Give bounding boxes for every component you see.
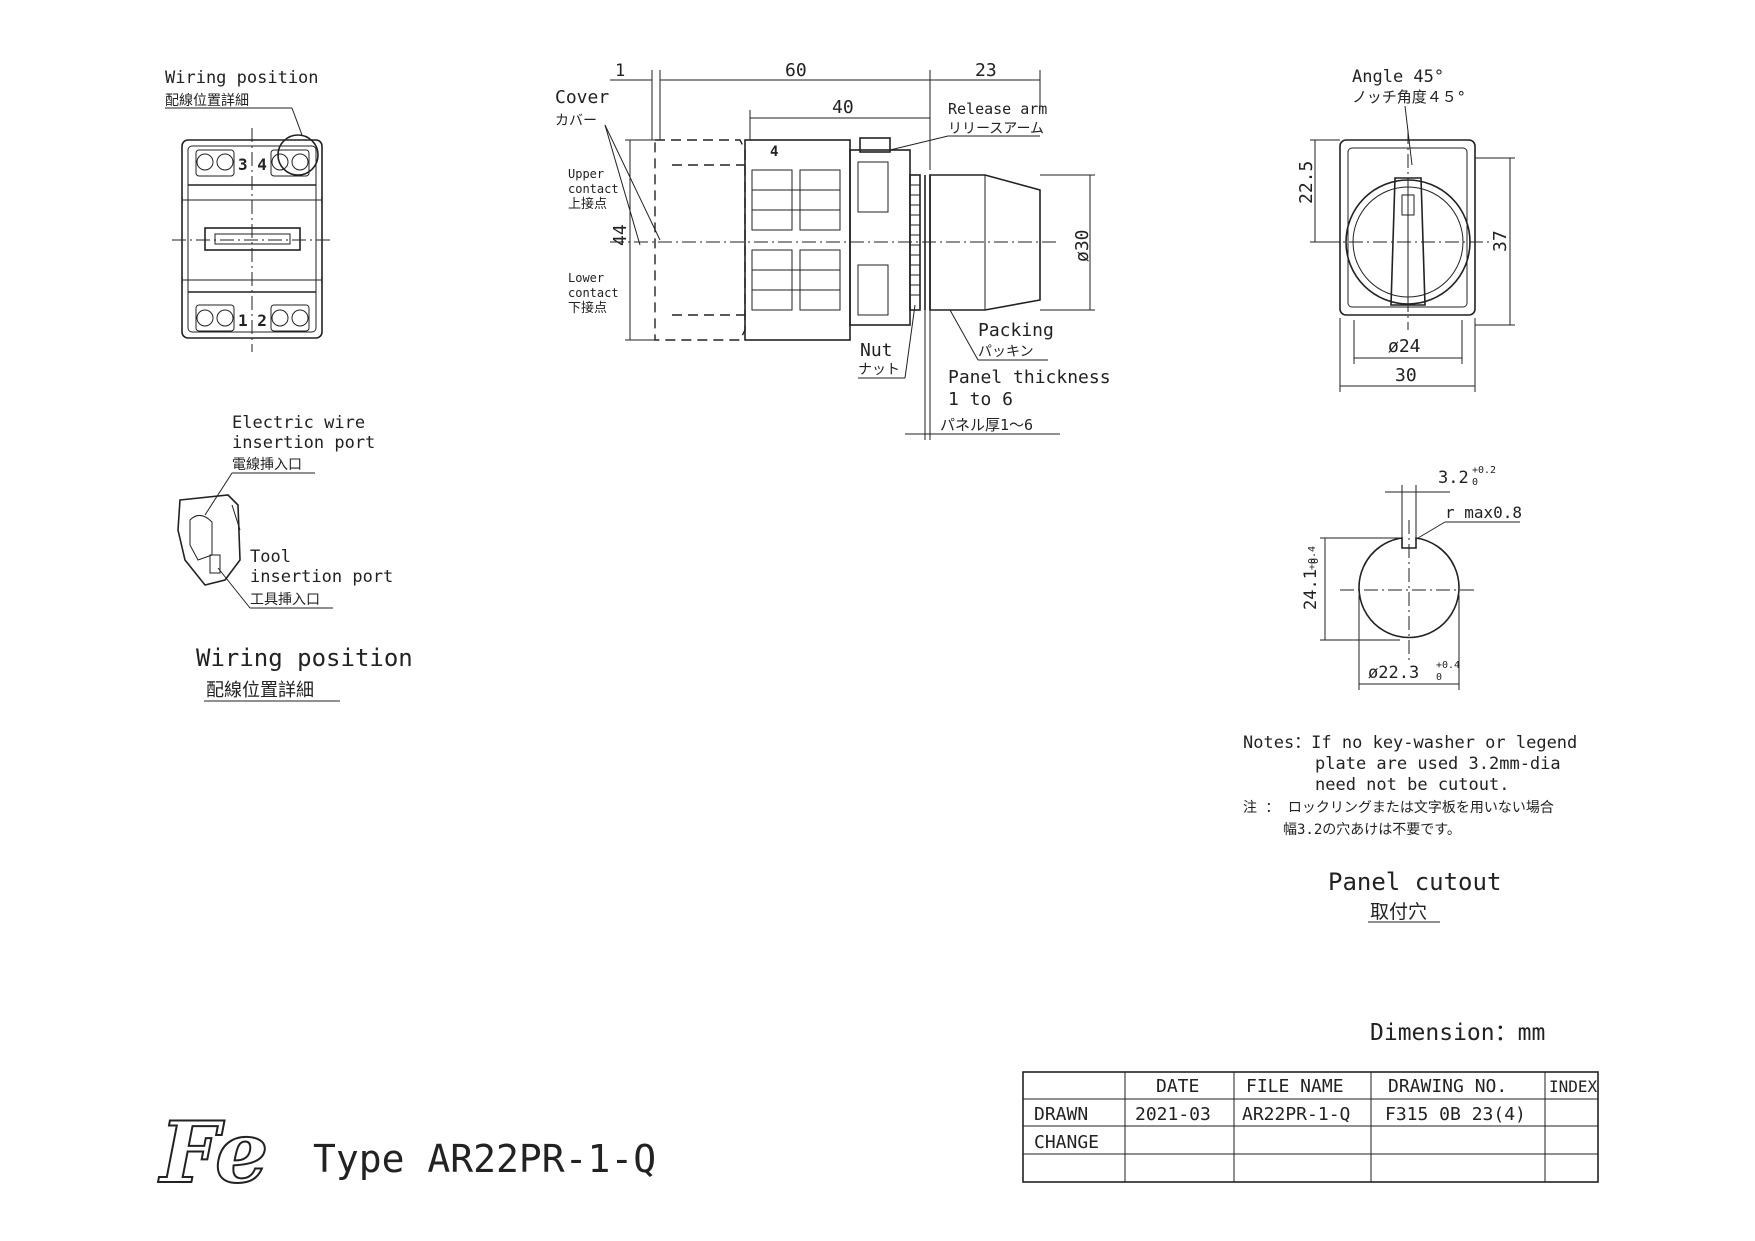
angle-label-en: Angle 45° xyxy=(1352,67,1444,87)
angle-label-ja: ノッチ角度４５° xyxy=(1352,88,1466,106)
selector-lever xyxy=(1390,177,1426,306)
release-arm-label-en: Release arm xyxy=(948,100,1047,118)
note-en-1: Notes：If no key-washer or legend xyxy=(1243,733,1577,753)
wire-port-label-ja: 電線挿入口 xyxy=(232,457,302,473)
row-drawn-date: 2021-03 xyxy=(1135,1104,1211,1125)
dim-23: 23 xyxy=(975,60,997,81)
dim-key-tol-upper: +0.2 xyxy=(1472,465,1496,476)
wiring-callout-ja: 配線位置詳細 xyxy=(165,93,249,109)
dim-22-5: 22.5 xyxy=(1296,161,1317,204)
upper-contact-label-1: Upper xyxy=(568,167,604,181)
lower-contact-label-1: Lower xyxy=(568,271,604,285)
tool-port-label-ja: 工具挿入口 xyxy=(250,592,320,608)
port-detail-view: Electric wire insertion port 電線挿入口 Tool … xyxy=(177,413,393,609)
wiring-title-en: Wiring position xyxy=(196,644,413,672)
header-index: INDEX xyxy=(1549,1077,1598,1096)
lower-terminals xyxy=(195,304,310,332)
header-file-name: FILE NAME xyxy=(1246,1076,1344,1097)
header-drawing-no: DRAWING NO. xyxy=(1388,1076,1507,1097)
port-body-shape xyxy=(177,494,241,586)
upper-contact-label-2: contact xyxy=(568,182,619,196)
dim-1: 1 xyxy=(615,61,625,81)
panel-cutout-title-en: Panel cutout xyxy=(1328,868,1501,896)
row-drawn-file: AR22PR-1-Q xyxy=(1242,1104,1350,1125)
wiring-position-view: Wiring position 配線位置詳細 3 4 1 2 xyxy=(165,68,332,352)
note-ja-1: 注 ： ロックリングまたは文字板を用いない場合 xyxy=(1243,800,1554,816)
row-change-label: CHANGE xyxy=(1034,1132,1099,1153)
dim-height-tol-lower: 0 xyxy=(1310,558,1321,564)
wiring-title-ja: 配線位置詳細 xyxy=(206,680,314,701)
panel-thickness-label-ja: パネル厚1～6 xyxy=(940,416,1033,434)
nut-label-en: Nut xyxy=(860,340,893,361)
title-block: DATE FILE NAME DRAWING NO. INDEX DRAWN 2… xyxy=(1022,1071,1599,1183)
front-view: Angle 45° ノッチ角度４５° 22.5 37 ø24 30 xyxy=(1296,67,1515,392)
wire-port-label-1: Electric wire xyxy=(232,413,365,433)
tool-port-label-1: Tool xyxy=(250,547,291,567)
dim-key-width: 3.2 xyxy=(1438,468,1469,488)
packing-label-ja: パッキン xyxy=(978,344,1034,360)
radius-label: r max0.8 xyxy=(1445,503,1522,522)
dim-30: 30 xyxy=(1395,365,1417,386)
type-label: Type AR22PR-1-Q xyxy=(313,1137,656,1181)
fe-logo: Fe xyxy=(158,1103,269,1202)
dim-key-tol-lower: 0 xyxy=(1472,477,1478,488)
wire-port-label-2: insertion port xyxy=(232,433,375,453)
upper-terminals xyxy=(195,149,310,177)
row-drawn-label: DRAWN xyxy=(1034,1104,1088,1125)
note-en-3: need not be cutout. xyxy=(1315,775,1509,795)
notes: Notes：If no key-washer or legend plate a… xyxy=(1243,733,1577,838)
packing-label-en: Packing xyxy=(978,320,1054,341)
wiring-detail-circle xyxy=(277,134,319,176)
dim-diameter-tol-upper: +0.4 xyxy=(1436,660,1460,671)
header-date: DATE xyxy=(1156,1076,1199,1097)
note-en-2: plate are used 3.2mm-dia xyxy=(1315,754,1561,774)
body-mark: 4 xyxy=(770,144,778,160)
lower-contact-label-ja: 下接点 xyxy=(568,300,607,316)
panel-thickness-label-1: Panel thickness xyxy=(948,367,1111,388)
release-arm-label-ja: リリースアーム xyxy=(948,121,1044,137)
nut-label-ja: ナット xyxy=(858,362,900,378)
panel-thickness-label-2: 1 to 6 xyxy=(948,389,1013,410)
dim-diameter-tol-lower: 0 xyxy=(1436,672,1442,683)
dim-d24: ø24 xyxy=(1388,336,1421,357)
panel-cutout-view: 3.2 +0.2 0 r max0.8 24.1 +0.4 0 ø22.3 +0… xyxy=(1301,465,1522,690)
panel-cutout-title-ja: 取付穴 xyxy=(1370,901,1427,923)
cover-label-en: Cover xyxy=(555,87,609,108)
dim-60: 60 xyxy=(785,60,807,81)
tool-port-label-2: insertion port xyxy=(250,567,393,587)
dim-cutout-diameter: ø22.3 xyxy=(1368,663,1419,683)
row-drawn-drawing-no: F315 0B 23(4) xyxy=(1385,1104,1526,1125)
dim-44: 44 xyxy=(610,224,631,246)
cover-label-ja: カバー xyxy=(555,113,597,129)
dim-40: 40 xyxy=(832,97,854,118)
wiring-callout-en: Wiring position xyxy=(165,68,319,88)
side-view: 1 60 23 40 4 xyxy=(555,60,1111,440)
upper-contact-label-ja: 上接点 xyxy=(568,196,607,212)
cutout-outline xyxy=(1358,537,1460,639)
dim-37: 37 xyxy=(1490,230,1511,252)
lower-contact-label-2: contact xyxy=(568,286,619,300)
dim-d30: ø30 xyxy=(1072,229,1093,262)
dim-height-tol-upper: +0.4 xyxy=(1307,546,1318,570)
units-label: Dimension：mm xyxy=(1370,1020,1545,1046)
dim-cutout-height: 24.1 xyxy=(1301,569,1321,610)
note-ja-2: 幅3.2の穴あけは不要です。 xyxy=(1283,822,1461,838)
